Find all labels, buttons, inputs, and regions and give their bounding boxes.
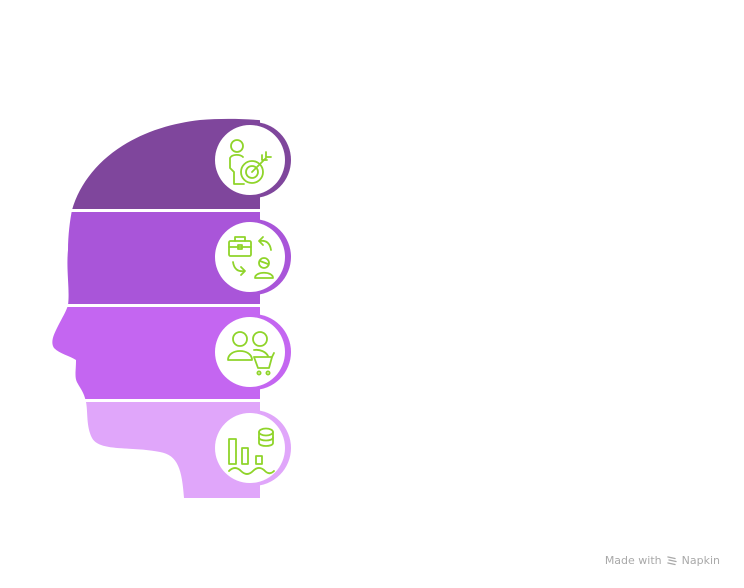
- bar-chart-database-icon: [228, 427, 275, 475]
- watermark-brand: Napkin: [681, 554, 720, 567]
- segment-1-badge: [215, 122, 291, 198]
- napkin-logo-icon: [666, 555, 677, 565]
- segment-2-badge: [215, 219, 291, 295]
- watermark-prefix: Made with: [604, 554, 662, 567]
- segment-3-badge: [215, 314, 291, 390]
- person-target-icon: [229, 139, 272, 185]
- briefcase-person-exchange-icon: [228, 236, 274, 279]
- people-shopping-cart-icon: [227, 331, 275, 376]
- watermark: Made with Napkin: [605, 554, 720, 567]
- segment-4-badge: [215, 410, 291, 486]
